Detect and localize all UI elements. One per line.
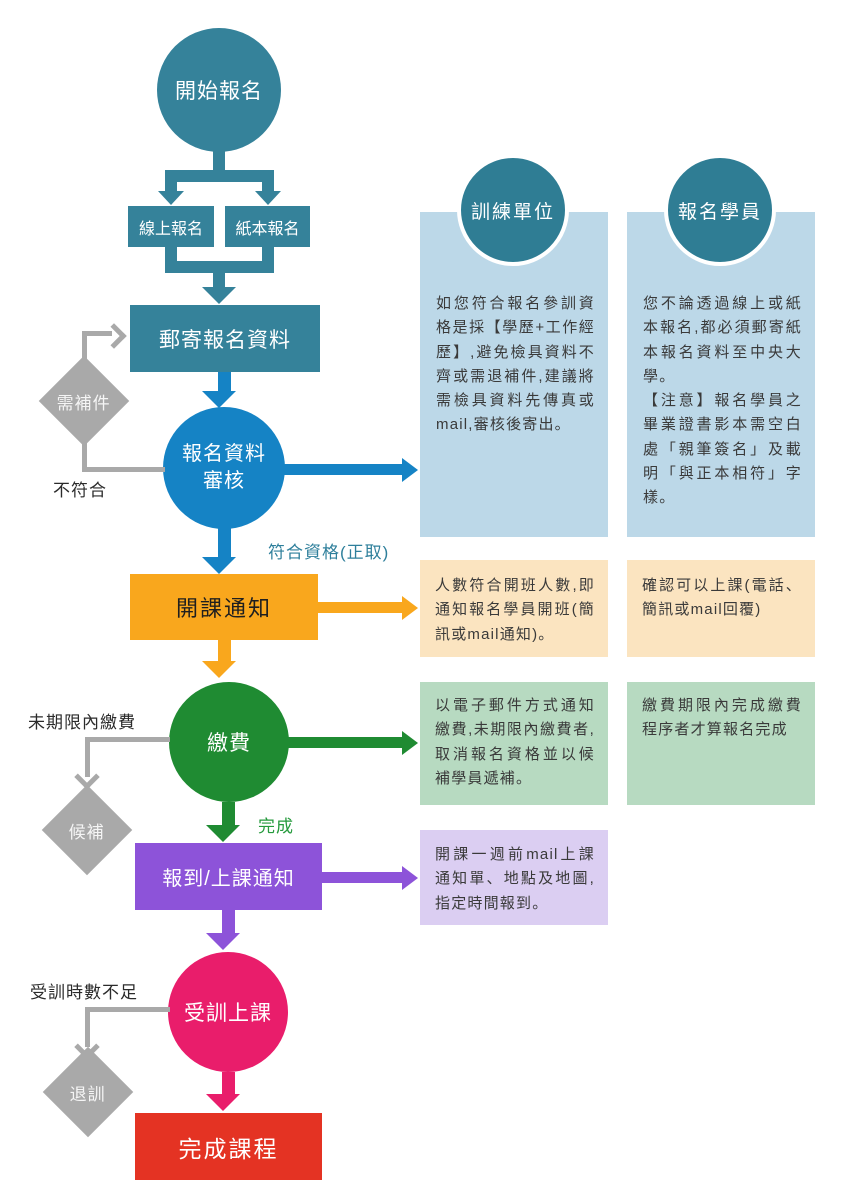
connector-mail-review-stem (218, 372, 231, 391)
note-student-pay: 繳費期限內完成繳費程序者才算報名完成 (627, 682, 815, 805)
training-label: 受訓上課 (184, 1002, 272, 1025)
note-unit-pay: 以電子郵件方式通知繳費,未期限內繳費者,取消報名資格並以候補學員遞補。 (420, 682, 608, 805)
edge-label-not-qualified: 不符合 (53, 481, 107, 500)
online-registration-label: 線上報名 (138, 220, 203, 238)
connector-pay-waitlist-hline (85, 737, 170, 742)
withdraw-decision: 退訓 (42, 1046, 134, 1138)
payment-label: 繳費 (207, 732, 251, 755)
note-student-review-p2: 【注意】報名學員之畢業證書影本需空白處「親筆簽名」及載明「與正本相符」字樣。 (643, 392, 802, 507)
payment-node: 繳費 (169, 682, 289, 802)
connector-supplement-mail-hline (82, 331, 112, 336)
student-header-label: 報名學員 (677, 201, 762, 223)
connector-pay-waitlist-vline (85, 737, 90, 777)
paper-registration-node: 紙本報名 (225, 206, 310, 247)
connector-merge-stem (213, 261, 225, 287)
edge-label-done: 完成 (258, 817, 294, 836)
note-student-notice: 確認可以上課(電話、簡訊或mail回覆) (627, 560, 815, 657)
connector-training-complete-stem (222, 1072, 235, 1094)
note-unit-notice-text: 人數符合開班人數,即通知報名學員開班(簡訊或mail通知)。 (435, 577, 595, 643)
connector-pay-right-stem (288, 737, 402, 748)
course-complete-node: 完成課程 (135, 1113, 322, 1180)
training-node: 受訓上課 (168, 952, 288, 1072)
student-header: 報名學員 (664, 154, 776, 266)
connector-split-bar (165, 170, 274, 182)
mail-documents-label: 郵寄報名資料 (159, 328, 291, 352)
arrowhead-notice-right (402, 596, 418, 620)
arrowhead-to-paper (255, 191, 281, 205)
arrowhead-pay-right (402, 731, 418, 755)
training-unit-header: 訓練單位 (457, 154, 569, 266)
review-label-line1: 報名資料 (182, 443, 266, 465)
review-label-line2: 審核 (203, 470, 245, 492)
arrowhead-to-review (202, 391, 236, 408)
checkin-notice-label: 報到/上課通知 (162, 868, 295, 890)
connector-checkin-training-stem (222, 910, 235, 933)
course-complete-label: 完成課程 (178, 1135, 279, 1162)
arrowhead-review-right (402, 458, 418, 482)
review-node: 報名資料 審核 (163, 407, 285, 529)
arrowhead-to-training (206, 933, 240, 950)
checkin-notice-node: 報到/上課通知 (135, 843, 322, 910)
connector-split-left-stem (165, 178, 177, 192)
arrowhead-to-complete (206, 1094, 240, 1111)
training-unit-header-label: 訓練單位 (470, 201, 555, 223)
note-unit-notice: 人數符合開班人數,即通知報名學員開班(簡訊或mail通知)。 (420, 560, 608, 657)
connector-pay-checkin-stem (222, 802, 235, 825)
arrowhead-to-pay (202, 661, 236, 678)
start-node: 開始報名 (157, 28, 281, 152)
connector-training-withdraw-hline (85, 1007, 170, 1012)
paper-registration-label: 紙本報名 (235, 220, 300, 238)
arrowhead-to-online (158, 191, 184, 205)
withdraw-label: 退訓 (70, 1084, 106, 1104)
note-unit-checkin: 開課一週前mail上課通知單、地點及地圖,指定時間報到。 (420, 830, 608, 925)
arrowhead-to-mail-gray (101, 323, 127, 349)
edge-label-overdue: 未期限內繳費 (28, 713, 136, 732)
edge-label-insufficient: 受訓時數不足 (30, 983, 138, 1002)
note-student-review: 您不論透過線上或紙本報名,都必須郵寄紙本報名資料至中央大學。 【注意】報名學員之… (627, 212, 815, 537)
start-node-label: 開始報名 (175, 80, 263, 103)
connector-notice-right-stem (318, 602, 402, 613)
note-unit-pay-text: 以電子郵件方式通知繳費,未期限內繳費者,取消報名資格並以候補學員遞補。 (435, 697, 595, 787)
edge-label-qualified: 符合資格(正取) (268, 543, 390, 562)
arrowhead-to-checkin (206, 825, 240, 842)
arrowhead-checkin-right (402, 866, 418, 890)
waitlist-label: 候補 (69, 822, 105, 842)
connector-split-right-stem (262, 178, 274, 192)
arrowhead-to-notice (202, 557, 236, 574)
connector-review-supplement-vline (82, 443, 87, 472)
arrowhead-to-mail (202, 287, 236, 304)
waitlist-decision: 候補 (41, 784, 133, 876)
note-student-notice-text: 確認可以上課(電話、簡訊或mail回覆) (642, 577, 802, 619)
supplement-label: 需補件 (57, 393, 111, 413)
connector-review-supplement-hline (82, 467, 165, 472)
note-student-pay-text: 繳費期限內完成繳費程序者才算報名完成 (642, 697, 802, 739)
connector-training-withdraw-vline (85, 1007, 90, 1047)
class-notice-label: 開課通知 (175, 596, 272, 621)
connector-review-right-stem (284, 464, 402, 475)
online-registration-node: 線上報名 (128, 206, 214, 247)
class-notice-node: 開課通知 (130, 574, 318, 640)
note-unit-review-text: 如您符合報名參訓資格是採【學歷+工作經歷】,避免檢具資料不齊或需退補件,建議將需… (436, 295, 595, 434)
note-student-review-p1: 您不論透過線上或紙本報名,都必須郵寄紙本報名資料至中央大學。 (643, 295, 802, 385)
connector-supplement-mail-vline (82, 331, 87, 371)
connector-notice-pay-stem (218, 640, 231, 661)
connector-checkin-right-stem (322, 872, 402, 883)
note-unit-checkin-text: 開課一週前mail上課通知單、地點及地圖,指定時間報到。 (435, 846, 595, 912)
connector-review-notice-stem (218, 528, 231, 557)
note-unit-review: 如您符合報名參訓資格是採【學歷+工作經歷】,避免檢具資料不齊或需退補件,建議將需… (420, 212, 608, 537)
mail-documents-node: 郵寄報名資料 (130, 305, 320, 372)
